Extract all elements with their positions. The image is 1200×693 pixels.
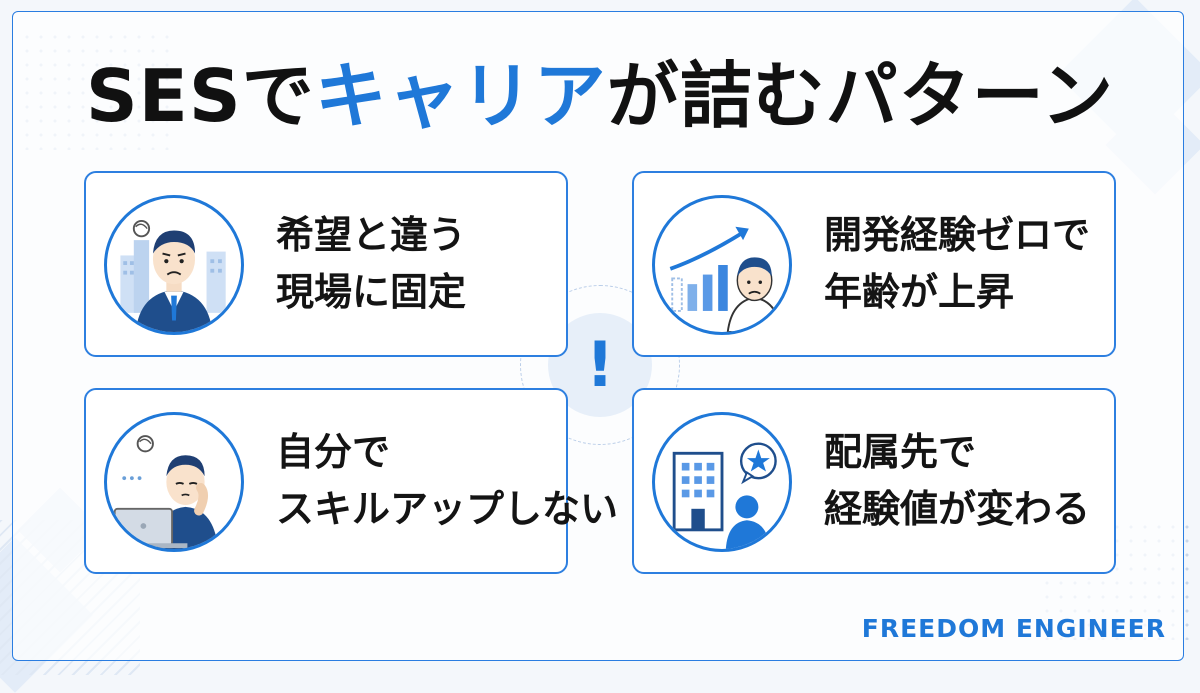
card-text: 希望と違う 現場に固定 <box>276 173 466 355</box>
page-title: SESでキャリアが詰むパターン <box>0 60 1200 132</box>
brand-logo-text: FREEDOM ENGINEER <box>861 614 1166 643</box>
center-ring <box>520 285 680 445</box>
card-line: スキルアップしない <box>276 487 619 531</box>
card-line: 開発経験ゼロで <box>824 213 1091 257</box>
card-line: 自分で <box>276 430 391 474</box>
tired-person-at-laptop-icon <box>104 412 244 552</box>
pattern-card-assignment-dependent: 配属先で 経験値が変わる <box>632 388 1116 574</box>
card-line: 経験値が変わる <box>824 487 1091 531</box>
exclamation-icon: ! <box>585 328 615 401</box>
title-part-ses: SES <box>85 54 242 138</box>
card-line: 希望と違う <box>276 213 467 257</box>
card-line: 配属先で <box>824 430 977 474</box>
card-line: 現場に固定 <box>276 270 467 314</box>
rising-chart-worried-person-icon <box>652 195 792 335</box>
stressed-businessman-icon <box>104 195 244 335</box>
card-line: 年齢が上昇 <box>824 270 1015 314</box>
pattern-card-fixed-site: 希望と違う 現場に固定 <box>84 171 568 357</box>
title-part-rest: が詰むパターン <box>606 54 1115 138</box>
pattern-card-no-dev-experience: 開発経験ゼロで 年齢が上昇 <box>632 171 1116 357</box>
office-building-person-star-icon <box>652 412 792 552</box>
title-part-de: で <box>241 54 315 138</box>
card-text: 配属先で 経験値が変わる <box>824 390 1090 572</box>
card-text: 開発経験ゼロで 年齢が上昇 <box>824 173 1090 355</box>
card-text: 自分で スキルアップしない <box>276 390 618 572</box>
title-accent-career: キャリア <box>314 54 607 138</box>
pattern-card-no-self-learning: 自分で スキルアップしない <box>84 388 618 574</box>
